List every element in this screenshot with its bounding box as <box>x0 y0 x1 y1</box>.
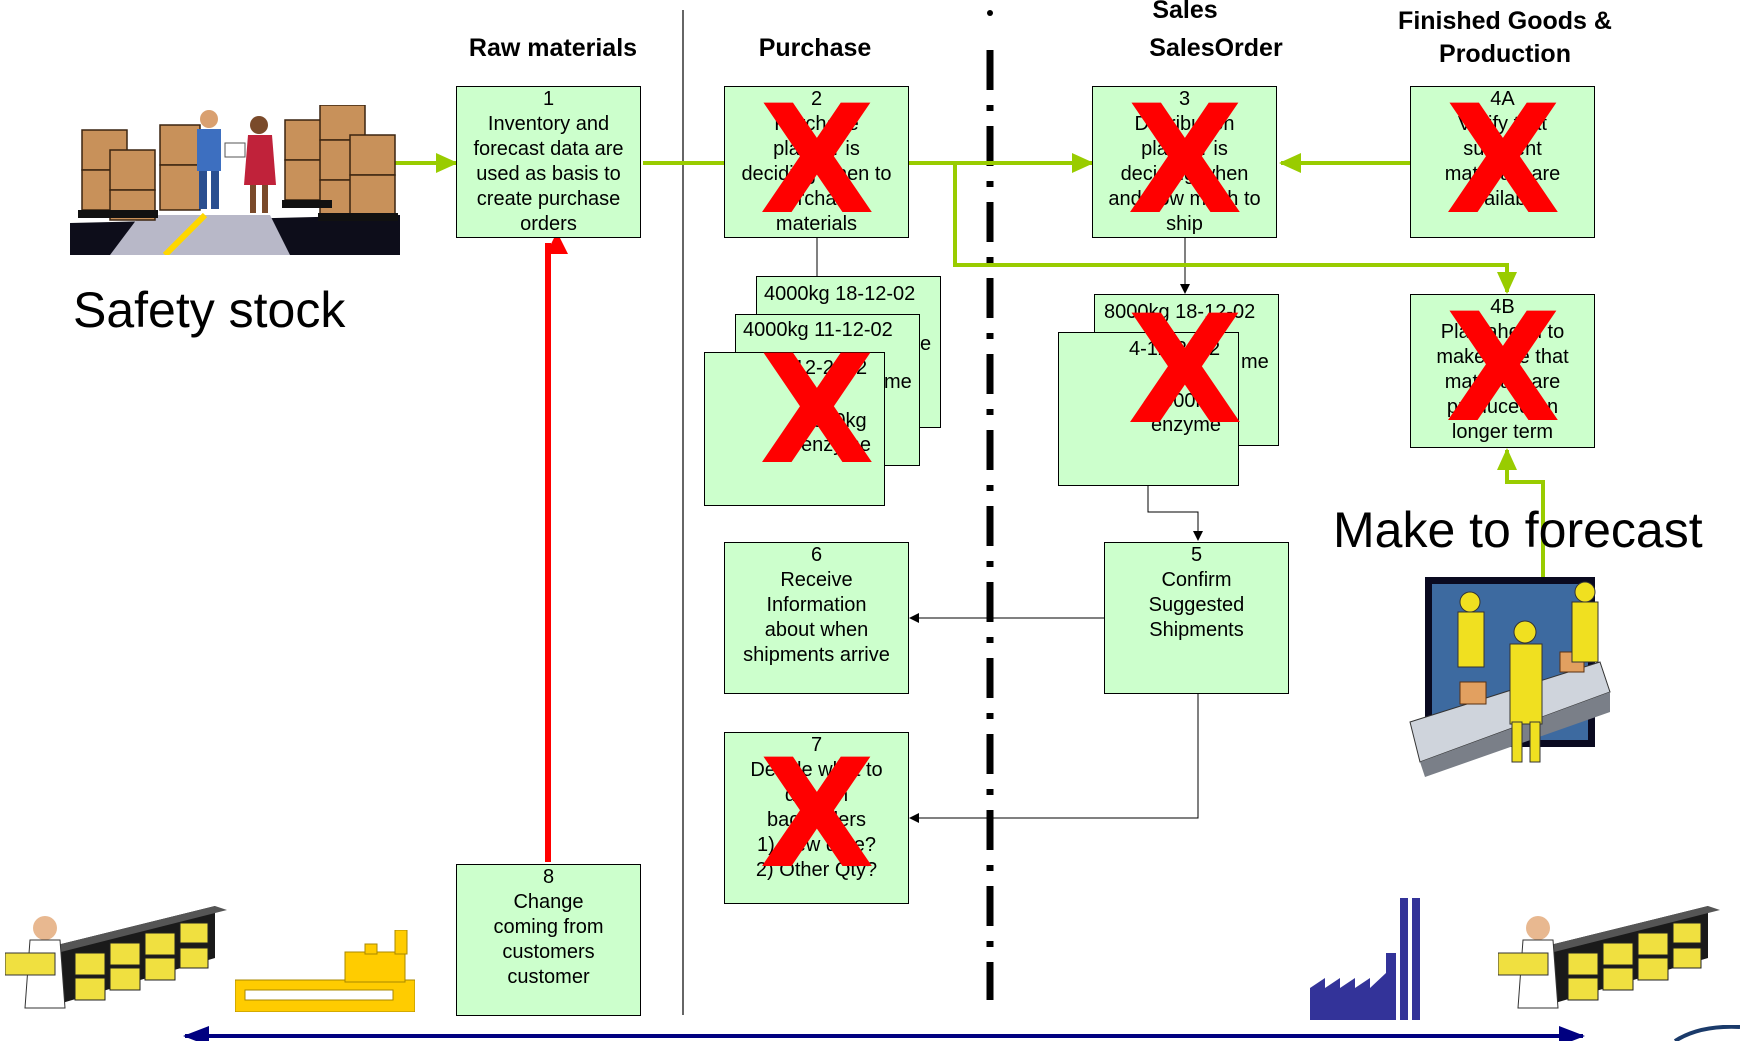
header-sales-order: SalesOrder <box>1149 34 1283 62</box>
sales-doc-2: 4-12-2002 8000kg enzyme <box>1058 332 1239 486</box>
cross-mark-step-7: X <box>759 728 875 902</box>
scientist-machine-icon <box>5 906 227 1009</box>
flow-1-4b <box>953 163 1517 294</box>
connector-5-7 <box>909 694 1199 823</box>
step-text: Distribution planner is deciding when an… <box>1108 113 1261 235</box>
header-raw-materials: Raw materials <box>468 34 638 62</box>
doc-line: 4000kg 18-12-02 <box>764 283 916 305</box>
doc-line: 4000kg 11-12-02 <box>743 319 893 341</box>
step-number: 2 <box>810 88 823 110</box>
doc-line: enzyme <box>801 434 872 456</box>
divider-dot-top <box>987 10 993 16</box>
step-number: 8 <box>542 866 555 888</box>
step-4a-box: 4A Verify that sufficient materials are … <box>1410 86 1595 238</box>
step-number: 6 <box>810 544 823 566</box>
cross-mark-step-3: X <box>1127 74 1243 248</box>
cross-mark-step-2: X <box>759 74 875 248</box>
header-sales: Sales <box>1152 0 1218 24</box>
step-8-box: 8 Change coming from customers customer <box>456 864 641 1016</box>
cross-mark-step-4a: X <box>1445 74 1561 248</box>
step-number: 4B <box>1490 296 1515 318</box>
corner-arc-icon <box>1673 1025 1740 1041</box>
header-production: Production <box>1439 40 1571 68</box>
step-text: Verify that sufficient materials are ava… <box>1444 113 1561 210</box>
yellow-factory-icon <box>235 930 415 1012</box>
blue-factory-icon <box>1310 898 1420 1020</box>
doc-line: me <box>1241 351 1269 373</box>
cross-mark-purchase-docs: X <box>759 324 875 498</box>
step-text: Decide what to do with backorders 1) New… <box>750 759 883 881</box>
header-finished-goods: Finished Goods & <box>1398 7 1612 35</box>
step-7-box: 7 Decide what to do with backorders 1) N… <box>724 732 909 904</box>
doc-line: 8000kg 18-12-02 <box>1104 301 1256 323</box>
step-number: 1 <box>542 88 555 110</box>
step-6-box: 6 Receive Information about when shipmen… <box>724 542 909 694</box>
cross-mark-step-4b: X <box>1445 282 1561 456</box>
purchase-doc-3: 4-12-2002 4000kg enzyme <box>704 352 885 506</box>
step-number: 4A <box>1490 88 1515 110</box>
flow-forecast-4b <box>1497 448 1545 583</box>
factory-workers-clipart <box>1409 577 1611 777</box>
step-5-box: 5 Confirm Suggested Shipments <box>1104 542 1289 694</box>
safety-stock-label: Safety stock <box>73 282 346 338</box>
step-text: Plan ahead to make sure that materials a… <box>1436 321 1569 443</box>
step-number: 7 <box>810 734 823 756</box>
scientist-machine-icon-right <box>1498 906 1720 1009</box>
step-number: 3 <box>1178 88 1191 110</box>
step-text: Change coming from customers customer <box>493 891 604 988</box>
step-text: Inventory and forecast data are used as … <box>473 113 624 235</box>
step-2-box: 2 Purchase planner is deciding when to p… <box>724 86 909 238</box>
warehouse-workers-clipart <box>70 105 400 255</box>
doc-line: 4-12-2002 <box>1129 338 1221 360</box>
step-text: Purchase planner is deciding when to pur… <box>741 113 892 235</box>
cross-mark-sales-docs: X <box>1127 284 1243 458</box>
step-1-box: 1 Inventory and forecast data are used a… <box>456 86 641 238</box>
step-number: 5 <box>1190 544 1203 566</box>
connector-docs-5 <box>1147 485 1203 541</box>
doc-line: enzyme <box>1151 414 1222 436</box>
doc-line: 8000kg <box>1151 390 1217 412</box>
header-purchase: Purchase <box>758 34 872 62</box>
doc-line: 4-12-2002 <box>776 357 868 379</box>
doc-line: 4000kg <box>801 410 867 432</box>
make-to-forecast-label: Make to forecast <box>1333 502 1703 558</box>
doc-line: e <box>920 333 932 355</box>
step-4b-box: 4B Plan ahead to make sure that material… <box>1410 294 1595 448</box>
step-text: Confirm Suggested Shipments <box>1148 569 1245 641</box>
step-text: Receive Information about when shipments… <box>743 569 890 666</box>
doc-line: me <box>884 371 912 393</box>
step-3-box: 3 Distribution planner is deciding when … <box>1092 86 1277 238</box>
